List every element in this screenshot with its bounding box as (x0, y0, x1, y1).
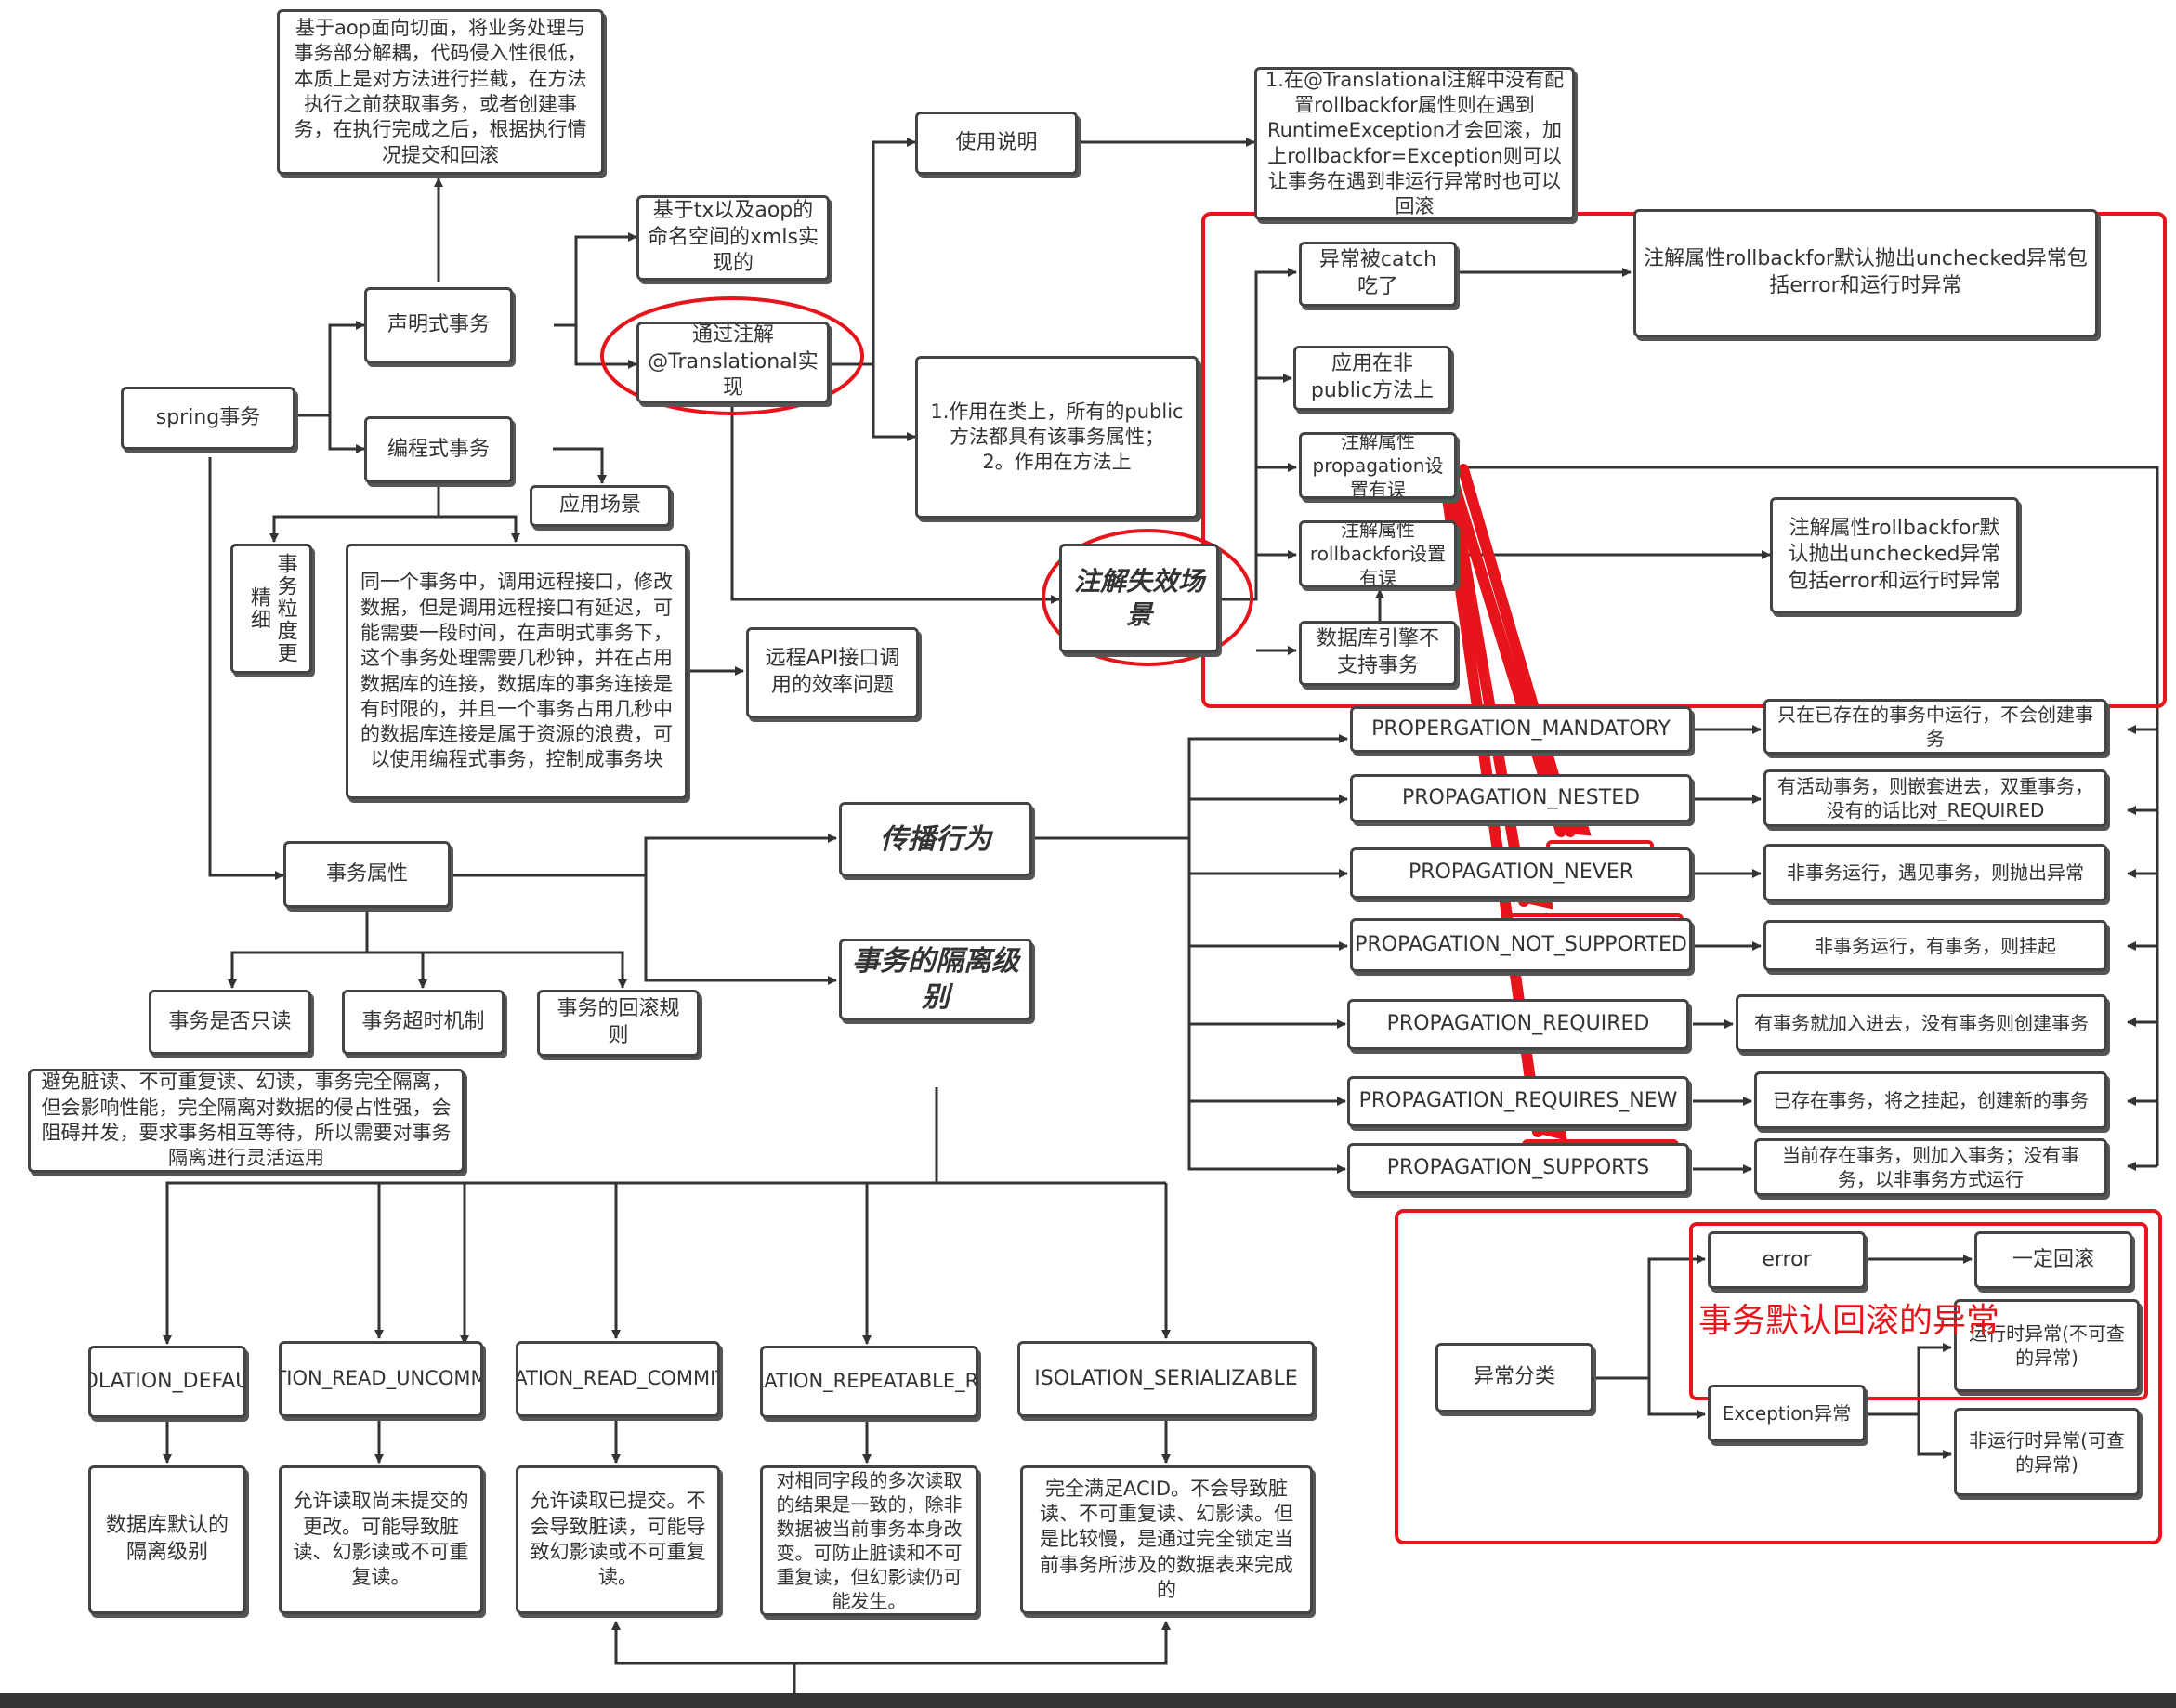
propagation-misconfig-node[interactable]: 注解属性propagation设置有误 (1299, 432, 1457, 499)
propagation-required-node[interactable]: PROPAGATION_REQUIRED (1347, 999, 1689, 1050)
exception-caught-node[interactable]: 异常被catch吃了 (1299, 242, 1457, 307)
annotation-scope-node[interactable]: 1.作用在类上，所有的public方法都具有该事务属性； 2。作用在方法上 (915, 356, 1199, 519)
non-public-method-node[interactable]: 应用在非public方法上 (1293, 346, 1451, 411)
tx-aop-namespace-node[interactable]: 基于tx以及aop的命名空间的xmls实现的 (636, 195, 830, 281)
read-only-node[interactable]: 事务是否只读 (149, 990, 311, 1055)
propagation-requires-new-node[interactable]: PROPAGATION_REQUIRES_NEW (1347, 1076, 1689, 1127)
isolation-level-node[interactable]: 事务的隔离级别 (839, 939, 1032, 1020)
isolation-read-uncommitted-node[interactable]: ISOLATION_READ_UNCOMMITTED (279, 1341, 483, 1417)
finer-granularity-node[interactable]: 事务粒度更精细 (230, 544, 312, 674)
rollback-rules-node[interactable]: 事务的回滚规则 (537, 990, 700, 1057)
timeout-node[interactable]: 事务超时机制 (342, 990, 505, 1055)
application-scenario-node[interactable]: 应用场景 (530, 485, 671, 527)
exception-category-node[interactable]: 异常分类 (1435, 1343, 1593, 1412)
isolation-description-node[interactable]: 避免脏读、不可重复读、幻读，事务完全隔离，但会影响性能，完全隔离对数据的侵占性强… (28, 1069, 465, 1173)
propagation-not-supported-node[interactable]: PROPAGATION_NOT_SUPPORTED (1350, 918, 1692, 972)
via-annotation-node[interactable]: 通过注解@Translational实现 (636, 322, 830, 403)
serializable-description-node[interactable]: 完全满足ACID。不会导致脏读、不可重复读、幻影读。但是比较慢，是通过完全锁定当… (1020, 1465, 1313, 1614)
requires-new-description-node[interactable]: 已存在事务，将之挂起，创建新的事务 (1754, 1071, 2107, 1129)
uncommitted-description-node[interactable]: 允许读取尚未提交的更改。可能导致脏读、幻影读或不可重复读。 (279, 1465, 483, 1614)
propagation-supports-node[interactable]: PROPAGATION_SUPPORTS (1347, 1143, 1689, 1194)
runtime-exception-node[interactable]: 运行时异常(不可查的异常) (1954, 1299, 2140, 1392)
mandatory-description-node[interactable]: 只在已存在的事务中运行，不会创建事务 (1763, 699, 2107, 755)
supports-description-node[interactable]: 当前存在事务，则加入事务；没有事务，以非事务方式运行 (1754, 1138, 2107, 1196)
usage-node[interactable]: 使用说明 (915, 112, 1078, 175)
error-node[interactable]: error (1708, 1231, 1866, 1289)
isolation-serializable-node[interactable]: ISOLATION_SERIALIZABLE (1017, 1341, 1315, 1417)
isolation-repeatable-read-node[interactable]: ISOLATION_REPEATABLE_READ (760, 1346, 978, 1418)
db-engine-unsupported-node[interactable]: 数据库引擎不支持事务 (1299, 621, 1457, 686)
required-description-node[interactable]: 有事务就加入进去，没有事务则创建事务 (1736, 994, 2107, 1052)
not-supported-description-node[interactable]: 非事务运行，有事务，则挂起 (1763, 920, 2107, 971)
aop-description-node[interactable]: 基于aop面向切面，将业务处理与事务部分解耦，代码侵入性很低，本质上是对方法进行… (277, 9, 604, 175)
committed-description-node[interactable]: 允许读取已提交。不会导致脏读，可能导致幻影读或不可重复读。 (516, 1465, 720, 1614)
spring-transaction-node[interactable]: spring事务 (121, 387, 295, 450)
isolation-read-committed-node[interactable]: ISOLATION_READ_COMMITTED (516, 1341, 720, 1417)
propagation-nested-node[interactable]: PROPAGATION_NESTED (1350, 774, 1692, 822)
declarative-transaction-node[interactable]: 声明式事务 (364, 287, 513, 363)
programmatic-transaction-node[interactable]: 编程式事务 (364, 416, 513, 483)
repeatable-description-node[interactable]: 对相同字段的多次读取的结果是一致的，除非数据被当前事务本身改变。可防止脏读和不可… (760, 1465, 978, 1616)
default-rollback-annotation: 事务默认回滚的异常 (1698, 1302, 2000, 1340)
annotation-failure-node[interactable]: 注解失效场景 (1059, 544, 1219, 653)
usage-description-node[interactable]: 1.在@Translational注解中没有配置rollbackfor属性则在遇… (1254, 67, 1575, 220)
exception-node[interactable]: Exception异常 (1708, 1385, 1866, 1442)
bottom-edge-bar (0, 1693, 2176, 1708)
remote-api-efficiency-node[interactable]: 远程API接口调用的效率问题 (746, 627, 919, 718)
remote-call-description-node[interactable]: 同一个事务中，调用远程接口，修改数据，但是调用远程接口有延迟，可能需要一段时间，… (346, 544, 688, 799)
isolation-default-node[interactable]: ISOLATION_DEFAULT (88, 1346, 246, 1418)
rollbackfor-misconfig-node[interactable]: 注解属性rollbackfor设置有误 (1299, 520, 1457, 587)
always-rollback-node[interactable]: 一定回滚 (1974, 1231, 2132, 1289)
propagation-mandatory-node[interactable]: PROPERGATION_MANDATORY (1350, 706, 1692, 753)
never-description-node[interactable]: 非事务运行，遇见事务，则抛出异常 (1763, 844, 2107, 901)
checked-exception-node[interactable]: 非运行时异常(可查的异常) (1954, 1408, 2140, 1496)
transaction-attributes-node[interactable]: 事务属性 (283, 841, 451, 908)
propagation-behavior-node[interactable]: 传播行为 (839, 802, 1032, 876)
default-description-node[interactable]: 数据库默认的隔离级别 (88, 1465, 246, 1614)
rollbackfor-description-node[interactable]: 注解属性rollbackfor默认抛出unchecked异常包括error和运行… (1770, 497, 2019, 613)
catch-description-node[interactable]: 注解属性rollbackfor默认抛出unchecked异常包括error和运行… (1633, 209, 2098, 337)
propagation-never-node[interactable]: PROPAGATION_NEVER (1350, 847, 1692, 899)
nested-description-node[interactable]: 有活动事务，则嵌套进去，双重事务，没有的话比对_REQUIRED (1763, 769, 2107, 827)
